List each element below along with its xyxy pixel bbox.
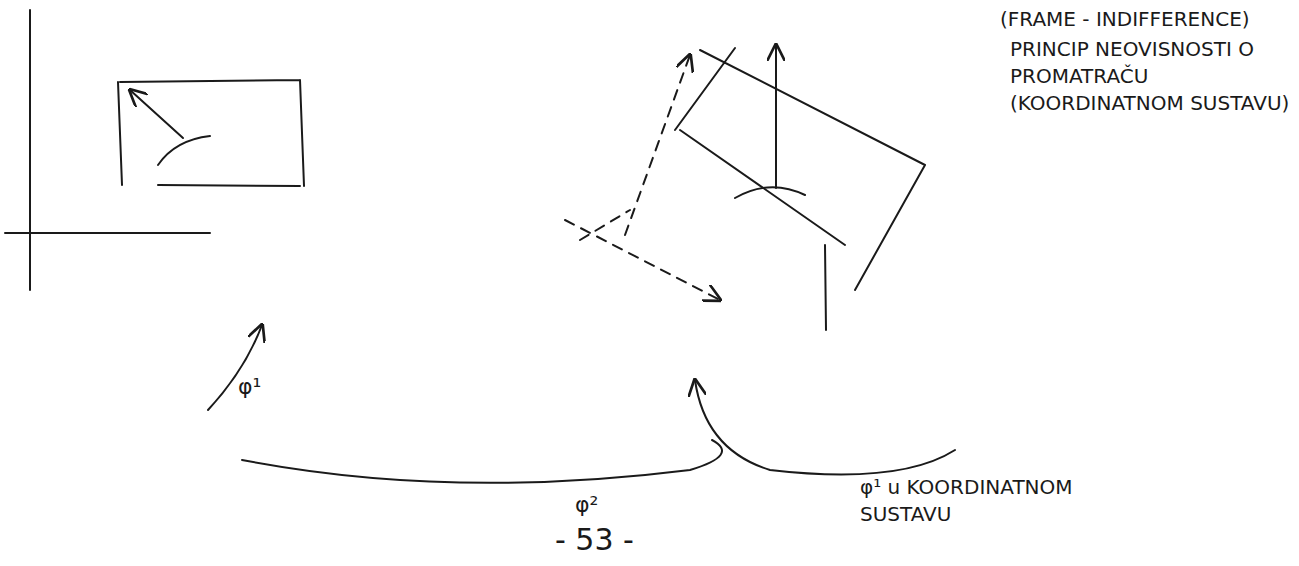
normal-arrow <box>775 45 777 188</box>
note-text: (FRAME - INDIFFERENCE) <box>1000 6 1290 33</box>
map-label: φ¹ u KOORDINATNOM SUSTAVU <box>860 474 1120 528</box>
axis-line <box>29 10 31 290</box>
page-number: - 53 - <box>555 520 695 561</box>
dashed-axis <box>580 210 630 240</box>
title-note: PRINCIP NEOVISNOSTI O PROMATRAČU (KOORDI… <box>1010 36 1290 117</box>
rotated-box <box>675 48 925 290</box>
normal-arrow <box>130 90 183 138</box>
mapping-arrow <box>695 380 955 475</box>
mapping-curve <box>242 440 722 483</box>
dashed-axis <box>625 55 690 235</box>
body-surface <box>158 136 210 165</box>
map-label: φ² <box>575 490 635 520</box>
axis-line <box>825 245 826 330</box>
body-box <box>118 80 304 186</box>
body-surface <box>735 187 805 198</box>
axis-line <box>5 232 210 234</box>
map-label: φ¹ <box>238 372 298 402</box>
dashed-axis <box>565 220 720 300</box>
